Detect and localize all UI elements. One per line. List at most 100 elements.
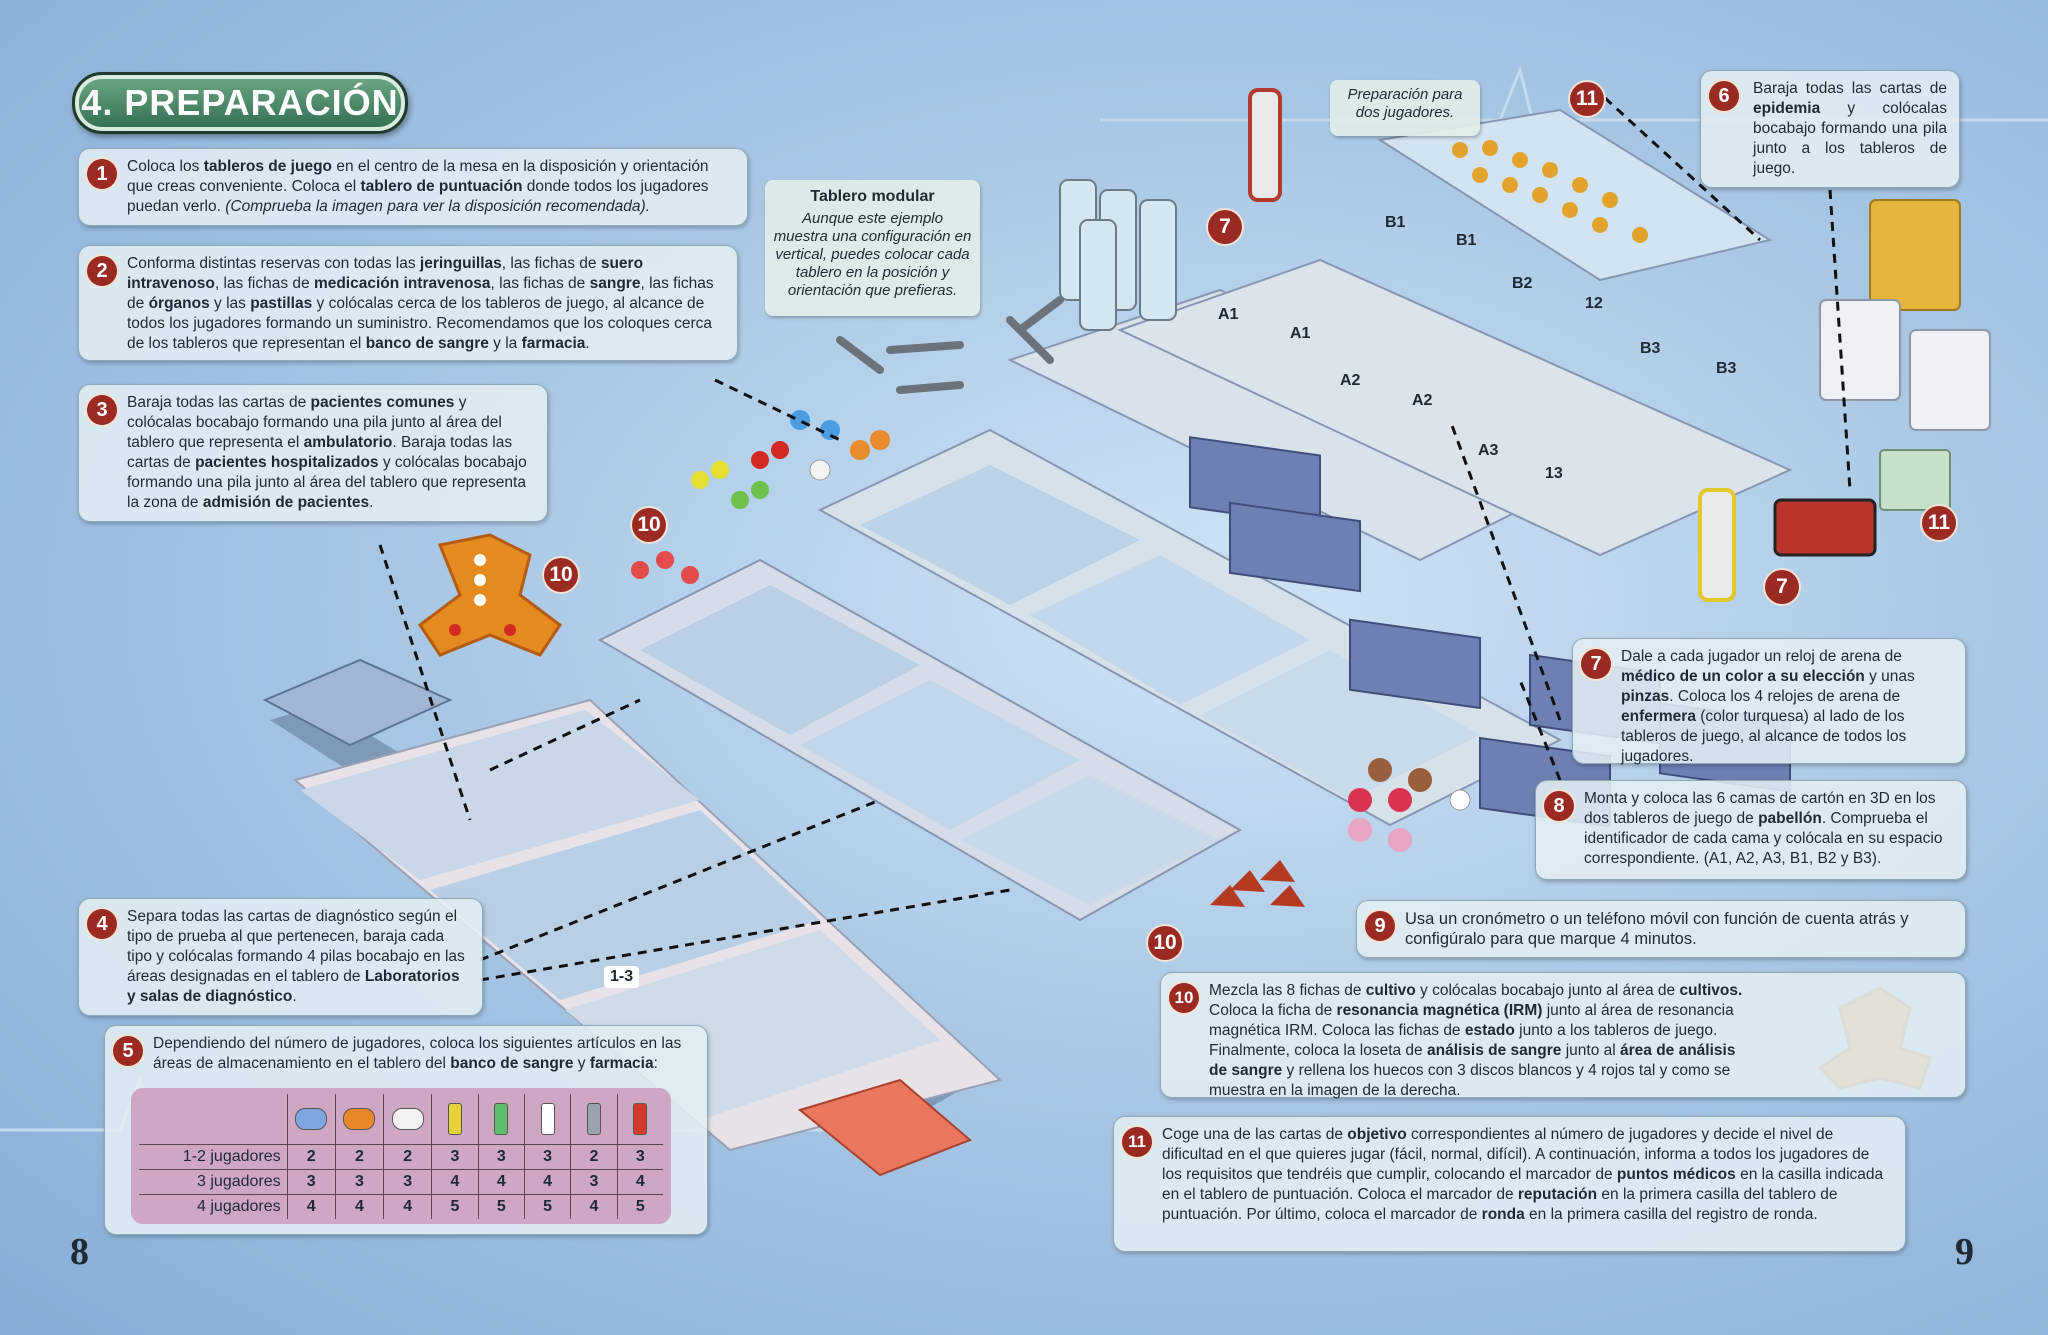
body-text: . Coloca los 4 relojes de arena de: [1669, 688, 1901, 705]
bed-label-a2-side: A2: [1412, 392, 1433, 409]
syringe-red-icon: [616, 1094, 663, 1145]
table-cell: 4: [570, 1194, 618, 1219]
section-title: 4. PREPARACIÓN: [72, 72, 408, 134]
emphasis-text: análisis de sangre: [1426, 1042, 1562, 1059]
emphasis-text: admisión de pacientes: [202, 494, 370, 511]
step-number: 11: [1122, 1127, 1152, 1157]
body-text: donde todos los jugadores puedan verlo.: [127, 178, 709, 215]
bed-label-b1: B1: [1385, 214, 1406, 231]
diagnosis-card-label: 1-3: [604, 966, 640, 988]
emphasis-text: cultivo: [1365, 982, 1416, 999]
step-3-box: 3 Baraja todas las cartas de pacientes c…: [78, 384, 548, 522]
step-text: Dale a cada jugador un reloj de arena de…: [1621, 648, 1915, 765]
body-text: Baraja todas las cartas de: [1753, 80, 1947, 97]
bed-label-a1-side: A1: [1290, 325, 1311, 342]
emphasis-text: epidemia: [1753, 100, 1821, 117]
body-text: y: [573, 1055, 590, 1072]
table-cell: 2: [286, 1144, 336, 1170]
table-cell: 2: [383, 1144, 432, 1170]
body-text: .: [292, 988, 297, 1005]
body-text: correspondientes al número de jugadores …: [1162, 1126, 1870, 1183]
syringe-green-icon: [477, 1094, 525, 1145]
step-5-box: 5 Dependiendo del número de jugadores, c…: [104, 1025, 708, 1235]
organ-icon-icon: [523, 1094, 571, 1145]
body-text: y colócalas cerca de los tableros de jue…: [127, 295, 713, 352]
body-text: . Comprueba el identificador de cada cam…: [1584, 810, 1943, 867]
body-text: , las fichas de: [501, 255, 601, 272]
body-text: junto a los tableros de juego. Finalment…: [1209, 1022, 1718, 1059]
callout-11-right: 11: [1922, 506, 1956, 540]
emphasis-text: objetivo: [1347, 1126, 1407, 1143]
step-text: Coloca los tableros de juego en el centr…: [127, 158, 709, 215]
step-1-box: 1 Coloca los tableros de juego en el cen…: [78, 148, 748, 226]
table-cell: 3: [334, 1169, 384, 1195]
body-text: Monta y coloca las 6 camas de cartón en …: [1584, 790, 1936, 827]
table-cell: 3: [431, 1144, 479, 1170]
step-10-box: 10 Mezcla las 8 fichas de cultivo y coló…: [1160, 972, 1966, 1099]
body-text: Baraja todas las cartas de: [127, 394, 311, 411]
emphasis-text: cultivos.: [1679, 982, 1743, 999]
callout-10-tokens: 10: [632, 508, 666, 542]
body-text: , las fichas de: [490, 275, 590, 292]
step-text: Mezcla las 8 fichas de cultivo y colócal…: [1209, 982, 1742, 1099]
emphasis-text: banco de sangre: [365, 335, 489, 352]
pill-blue-icon: [286, 1094, 336, 1145]
body-text: . Baraja todas las cartas de: [127, 434, 513, 471]
callout-7-right: 7: [1765, 570, 1799, 604]
callout-10-tile: 10: [544, 558, 578, 592]
emphasis-text: banco de sangre: [450, 1055, 574, 1072]
emphasis-text: médico de un color a su elección: [1621, 668, 1865, 685]
body-text: en la primera casilla del tablero de pun…: [1162, 1186, 1838, 1223]
step-8-box: 8 Monta y coloca las 6 camas de cartón e…: [1535, 780, 1967, 880]
body-text: .: [585, 335, 590, 352]
step-number: 1: [87, 159, 117, 189]
step-number: 9: [1365, 911, 1395, 941]
body-text: Usa un cronómetro o un teléfono móvil co…: [1405, 910, 1909, 948]
body-text: y colócalas bocabajo formando una pila j…: [1753, 100, 1947, 177]
supply-table-icon-row: [139, 1094, 663, 1145]
step-number: 6: [1709, 81, 1739, 111]
table-cell: 3: [616, 1144, 663, 1170]
table-cell: 4: [286, 1194, 336, 1219]
emphasis-text: ambulatorio: [303, 434, 393, 451]
emphasis-text: puntos médicos: [1616, 1166, 1736, 1183]
emphasis-text: área de análisis de sangre: [1209, 1042, 1736, 1079]
step-text: Conforma distintas reservas con todas la…: [127, 255, 714, 352]
body-text: , las fichas de: [214, 275, 314, 292]
step-text: Monta y coloca las 6 camas de cartón en …: [1584, 790, 1942, 867]
table-cell: 5: [477, 1194, 525, 1219]
page-number-left: 8: [70, 1231, 89, 1273]
body-text: :: [653, 1055, 658, 1072]
emphasis-text: jeringuillas: [419, 255, 502, 272]
step-text: Baraja todas las cartas de epidemia y co…: [1753, 79, 1947, 179]
emphasis-text: pabellón: [1758, 810, 1822, 827]
body-text: junto al área de resonancia magnética IR…: [1209, 1002, 1734, 1039]
table-cell: 3: [383, 1169, 432, 1195]
emphasis-text: farmacia: [589, 1055, 654, 1072]
step-text: Dependiendo del número de jugadores, col…: [153, 1035, 681, 1072]
step-number: 10: [1169, 983, 1199, 1013]
table-cell: 2: [334, 1144, 384, 1170]
table-cell: 3: [477, 1144, 525, 1170]
body-text: Mezcla las 8 fichas de: [1209, 982, 1366, 999]
pill-orange-icon: [334, 1094, 384, 1145]
row-label: 4 jugadores: [139, 1194, 288, 1219]
step-6-box: 6 Baraja todas las cartas de epidemia y …: [1700, 70, 1960, 188]
table-cell: 4: [431, 1169, 479, 1195]
table-cell: 5: [523, 1194, 571, 1219]
table-cell: 4: [334, 1194, 384, 1219]
table-cell: 5: [616, 1194, 663, 1219]
bed-label-b1-side: B1: [1456, 232, 1477, 249]
emphasis-text: estado: [1464, 1022, 1515, 1039]
row-label: 1-2 jugadores: [139, 1144, 288, 1170]
table-cell: 5: [431, 1194, 479, 1219]
modular-board-title: Tablero modular: [810, 188, 935, 205]
body-text: en la casilla indicada en el tablero de …: [1162, 1166, 1884, 1203]
page-number-right: 9: [1955, 1231, 1974, 1273]
syringe-yellow-icon: [431, 1094, 479, 1145]
two-players-note: Preparación para dos jugadores.: [1330, 80, 1480, 136]
step-text: Usa un cronómetro o un teléfono móvil co…: [1405, 910, 1909, 948]
